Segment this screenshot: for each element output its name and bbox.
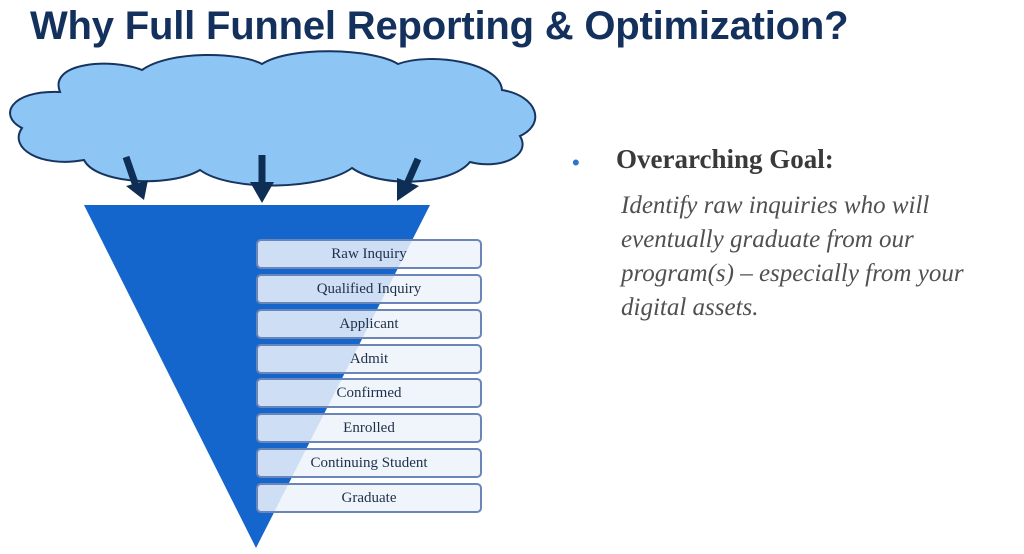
funnel-stage-confirmed: Confirmed bbox=[256, 378, 482, 408]
funnel-stage-enrolled: Enrolled bbox=[256, 413, 482, 443]
bullet-icon: • bbox=[572, 150, 580, 175]
down-arrow-icon bbox=[397, 157, 422, 201]
funnel-stage-graduate: Graduate bbox=[256, 483, 482, 513]
goal-heading: Overarching Goal: bbox=[616, 144, 834, 174]
cloud-shape bbox=[9, 50, 537, 187]
slide-title: Why Full Funnel Reporting & Optimization… bbox=[30, 4, 849, 48]
down-arrow-icon bbox=[250, 155, 274, 203]
funnel-stage-continuing-student: Continuing Student bbox=[256, 448, 482, 478]
goal-text: Identify raw inquiries who will eventual… bbox=[621, 192, 964, 321]
funnel-stage-applicant: Applicant bbox=[256, 309, 482, 339]
funnel-stage-qualified-inquiry: Qualified Inquiry bbox=[256, 274, 482, 304]
funnel-stage-admit: Admit bbox=[256, 344, 482, 374]
funnel-stage-raw-inquiry: Raw Inquiry bbox=[256, 239, 482, 269]
down-arrow-icon bbox=[122, 155, 148, 200]
